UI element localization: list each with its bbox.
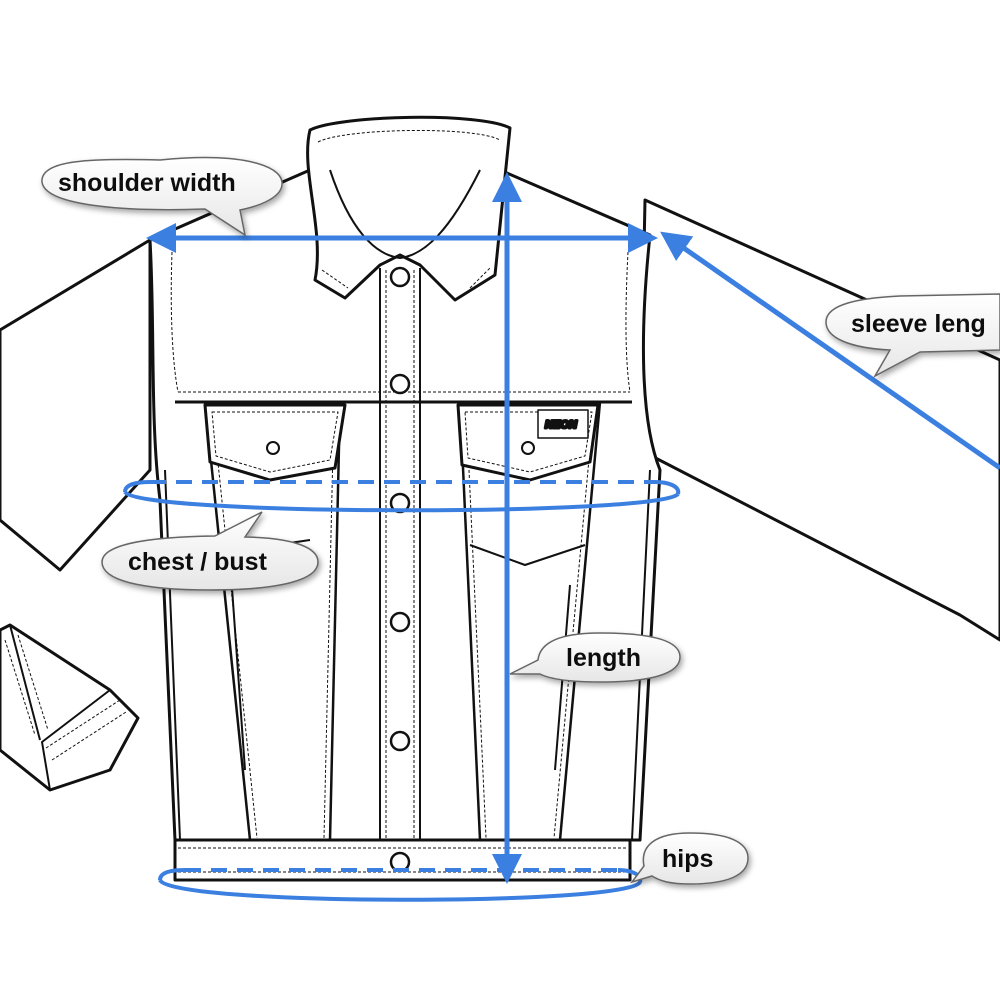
button-icon xyxy=(389,611,411,633)
callout-chest-bust: chest / bust xyxy=(101,511,319,591)
chest-measure-loop xyxy=(123,490,680,513)
length-label: length xyxy=(566,644,641,672)
button-icon xyxy=(389,730,411,752)
button-icon xyxy=(389,373,411,395)
brand-tag xyxy=(537,409,589,439)
placket xyxy=(379,268,421,840)
collar xyxy=(306,115,512,302)
callout-bubble xyxy=(509,632,681,683)
callout-bubble xyxy=(825,293,1000,378)
button-icon xyxy=(521,441,535,455)
shoulder-width-label: shoulder width xyxy=(58,169,236,197)
hips-measure-loop xyxy=(158,878,642,902)
right-sleeve xyxy=(638,198,1000,642)
callout-hips: hips xyxy=(630,832,749,885)
left-cuff xyxy=(0,623,140,792)
panel-seams xyxy=(203,401,602,841)
callout-length: length xyxy=(509,632,681,683)
measurement-lines xyxy=(123,172,1000,902)
callout-shoulder-width: shoulder width xyxy=(41,156,283,237)
callout-bubble xyxy=(41,156,283,237)
callout-sleeve-length: sleeve leng xyxy=(825,293,1000,378)
callout-bubble xyxy=(630,832,749,885)
left-sleeve xyxy=(0,238,152,572)
sleeve-length-label: sleeve leng xyxy=(851,310,986,338)
brand-tag-logo: NEON xyxy=(545,419,578,431)
callout-bubble xyxy=(101,511,319,591)
chest-bust-label: chest / bust xyxy=(128,548,268,576)
sleeve-length-arrow xyxy=(660,231,1000,471)
hips-label: hips xyxy=(662,845,713,873)
button-icon xyxy=(266,441,280,455)
button-icon xyxy=(389,266,411,288)
